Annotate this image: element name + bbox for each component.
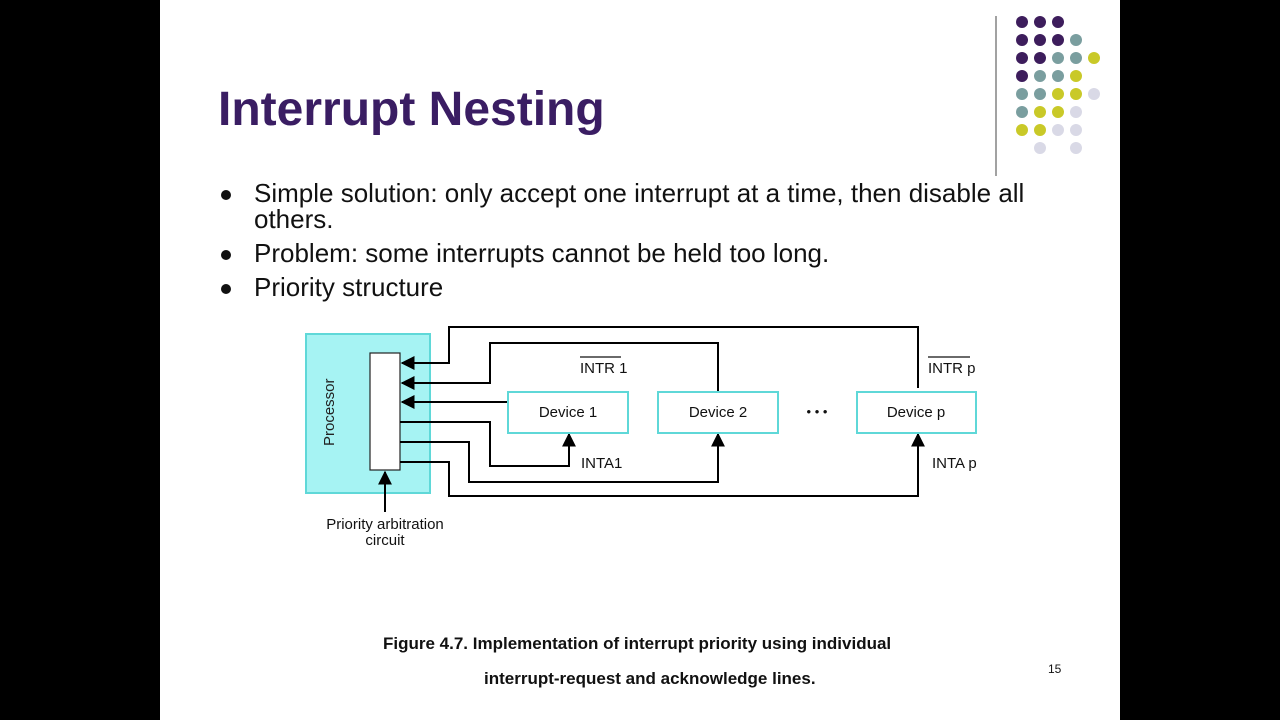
decorative-dot: [1034, 106, 1046, 118]
intr-p-line: [400, 326, 919, 388]
decorative-dot: [1016, 124, 1028, 136]
inta-p-line: [400, 432, 925, 497]
processor-label: Processor: [321, 378, 338, 446]
bullet-dot: [221, 284, 231, 294]
decorative-dot: [1034, 142, 1046, 154]
device-2-box: [657, 391, 779, 434]
decorative-dot: [1052, 16, 1064, 28]
figure-caption-line1: Figure 4.7. Implementation of interrupt …: [383, 634, 892, 653]
decorative-dot: [1034, 16, 1046, 28]
device-1-box: [507, 391, 629, 434]
slide-title: Interrupt Nesting: [218, 83, 605, 136]
decorative-dot: [1016, 34, 1028, 46]
slide: Interrupt Nesting Simple solution: only …: [160, 0, 1120, 720]
decorative-dot: [1070, 106, 1082, 118]
bullet-item: Simple solution: only accept one interru…: [218, 180, 1068, 232]
decorative-dot: [1052, 70, 1064, 82]
decorative-dot: [1070, 124, 1082, 136]
intr-2-line: [400, 342, 719, 392]
inta-2-line: [400, 432, 725, 483]
decorative-dot: [1070, 52, 1082, 64]
bullet-list: Simple solution: only accept one interru…: [218, 180, 1068, 308]
decorative-dot: [1052, 52, 1064, 64]
decorative-dot: [1052, 88, 1064, 100]
decorative-dot: [1016, 88, 1028, 100]
bullet-item: Problem: some interrupts cannot be held …: [218, 240, 1068, 266]
bullet-item: Priority structure: [218, 274, 1068, 300]
inta-1-line: [400, 421, 576, 467]
decorative-dot: [1070, 70, 1082, 82]
decorative-dot: [1070, 88, 1082, 100]
interrupt-priority-diagram: Processor Device 1 Device 2 Device p • •…: [305, 326, 977, 549]
bullet-dot: [221, 190, 231, 200]
arbiter-label-line2: circuit: [365, 532, 405, 549]
inta-1-label: INTA1: [581, 455, 622, 472]
decorative-dot: [1034, 88, 1046, 100]
decorative-dot: [1016, 16, 1028, 28]
decorative-dot: [1088, 52, 1100, 64]
decorative-dot: [1034, 124, 1046, 136]
ellipsis: • • •: [807, 404, 828, 419]
decorative-dot-grid: [995, 16, 1100, 176]
decorative-dot: [1052, 124, 1064, 136]
decorative-dot: [1052, 34, 1064, 46]
bullet-text: Priority structure: [254, 272, 444, 302]
device-p-box: [856, 391, 977, 434]
bullet-dot: [221, 250, 231, 260]
decorative-dot: [1034, 70, 1046, 82]
decorative-dot: [1070, 142, 1082, 154]
decorative-dot: [1034, 34, 1046, 46]
decorative-dot: [1088, 88, 1100, 100]
arbiter-label-line1: Priority arbitration: [326, 516, 444, 533]
figure-caption-line2: interrupt-request and acknowledge lines.: [484, 669, 816, 688]
decorative-dot: [1016, 70, 1028, 82]
device-p-label: Device p: [887, 404, 945, 421]
decorative-dot: [1016, 52, 1028, 64]
page-number: 15: [1048, 662, 1062, 676]
bullet-text: Simple solution: only accept one interru…: [254, 178, 1025, 234]
device-2-label: Device 2: [689, 404, 747, 421]
decorative-dot: [1070, 34, 1082, 46]
device-1-label: Device 1: [539, 404, 597, 421]
decorative-dot: [1016, 106, 1028, 118]
intr-p-label: INTR p: [928, 360, 976, 377]
inta-p-label: INTA p: [932, 455, 977, 472]
bullet-text: Problem: some interrupts cannot be held …: [254, 238, 830, 268]
decorative-dot: [1034, 52, 1046, 64]
intr-1-label: INTR 1: [580, 360, 628, 377]
decorative-dot: [1052, 106, 1064, 118]
priority-arbitration-circuit: [369, 352, 401, 471]
